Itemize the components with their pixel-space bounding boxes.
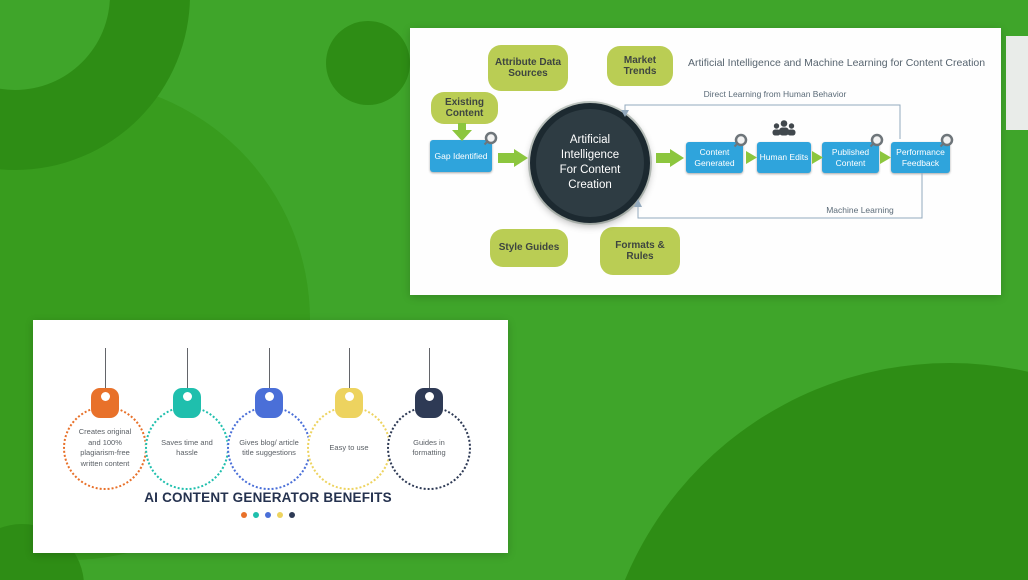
- benefit-text: Creates original and 100% plagiarism-fre…: [78, 427, 132, 468]
- center-line: Intelligence: [560, 149, 620, 162]
- carousel-dot: [253, 512, 259, 518]
- benefit-item: Creates original and 100% plagiarism-fre…: [60, 348, 150, 498]
- benefit-text: Guides in formatting: [412, 437, 446, 458]
- benefit-text: Easy to use: [329, 442, 369, 452]
- node-style-guides: Style Guides: [490, 229, 568, 267]
- arrow-right-icon: [498, 149, 528, 167]
- hanger-line: [428, 348, 430, 390]
- arrow-right-icon: [880, 151, 891, 164]
- people-icon: [772, 120, 796, 136]
- carousel-dot: [241, 512, 247, 518]
- benefit-item: Saves time and hassle: [142, 348, 232, 498]
- arrow-right-icon: [656, 149, 684, 167]
- benefits-title: AI CONTENT GENERATOR BENEFITS: [144, 490, 392, 505]
- flow-diagram-title: Artificial Intelligence and Machine Lear…: [688, 57, 986, 69]
- carousel-dots: [33, 512, 503, 518]
- benefit-circle: Easy to use: [307, 406, 391, 490]
- content-generated-box: Content Generated: [686, 142, 743, 173]
- gap-identified-box: Gap Identified: [430, 140, 492, 172]
- pin-icon: [173, 388, 201, 418]
- node-formats-rules: Formats & Rules: [600, 227, 680, 275]
- benefit-circle: Creates original and 100% plagiarism-fre…: [63, 406, 147, 490]
- pin-icon: [91, 388, 119, 418]
- node-attribute-data-sources: Attribute Data Sources: [488, 45, 568, 91]
- benefit-item: Guides in formatting: [384, 348, 474, 498]
- carousel-dot: [265, 512, 271, 518]
- ai-ml-flow-diagram-panel: Artificial Intelligence and Machine Lear…: [410, 28, 1001, 295]
- direct-learning-line: [624, 104, 901, 139]
- screen-edge-fragment: [1006, 36, 1028, 130]
- node-existing-content: Existing Content: [431, 92, 498, 124]
- published-content-box: Published Content: [822, 142, 879, 173]
- ai-benefits-panel: Creates original and 100% plagiarism-fre…: [33, 320, 508, 553]
- center-line: For Content: [559, 164, 621, 176]
- ai-center-circle: Artificial Intelligence For Content Crea…: [530, 103, 650, 223]
- hanger-line: [104, 348, 106, 390]
- benefit-circle: Guides in formatting: [387, 406, 471, 490]
- hanger-line: [186, 348, 188, 390]
- carousel-dot: [277, 512, 283, 518]
- benefit-text: Gives blog/ article title suggestions: [239, 437, 299, 458]
- arrow-down-icon: [452, 123, 472, 141]
- benefit-circle: Gives blog/ article title suggestions: [227, 406, 311, 490]
- performance-feedback-box: Performance Feedback: [891, 142, 950, 173]
- pin-icon: [415, 388, 443, 418]
- bg-circle-top-center: [326, 21, 410, 105]
- hanger-line: [268, 348, 270, 390]
- center-line: Creation: [568, 178, 612, 191]
- arrow-right-icon: [746, 151, 757, 164]
- carousel-dot: [289, 512, 295, 518]
- hanger-line: [348, 348, 350, 390]
- machine-learning-label: Machine Learning: [826, 205, 894, 215]
- node-market-trends: Market Trends: [607, 46, 673, 86]
- center-line: Artificial: [569, 134, 611, 147]
- benefit-circle: Saves time and hassle: [145, 406, 229, 490]
- pin-icon: [335, 388, 363, 418]
- benefit-item: Gives blog/ article title suggestions: [224, 348, 314, 498]
- human-edits-box: Human Edits: [757, 142, 811, 173]
- benefit-item: Easy to use: [304, 348, 394, 498]
- direct-learning-label: Direct Learning from Human Behavior: [703, 89, 847, 99]
- bg-circle-bottom-right: [598, 363, 1028, 580]
- benefit-text: Saves time and hassle: [161, 437, 213, 458]
- pin-icon: [255, 388, 283, 418]
